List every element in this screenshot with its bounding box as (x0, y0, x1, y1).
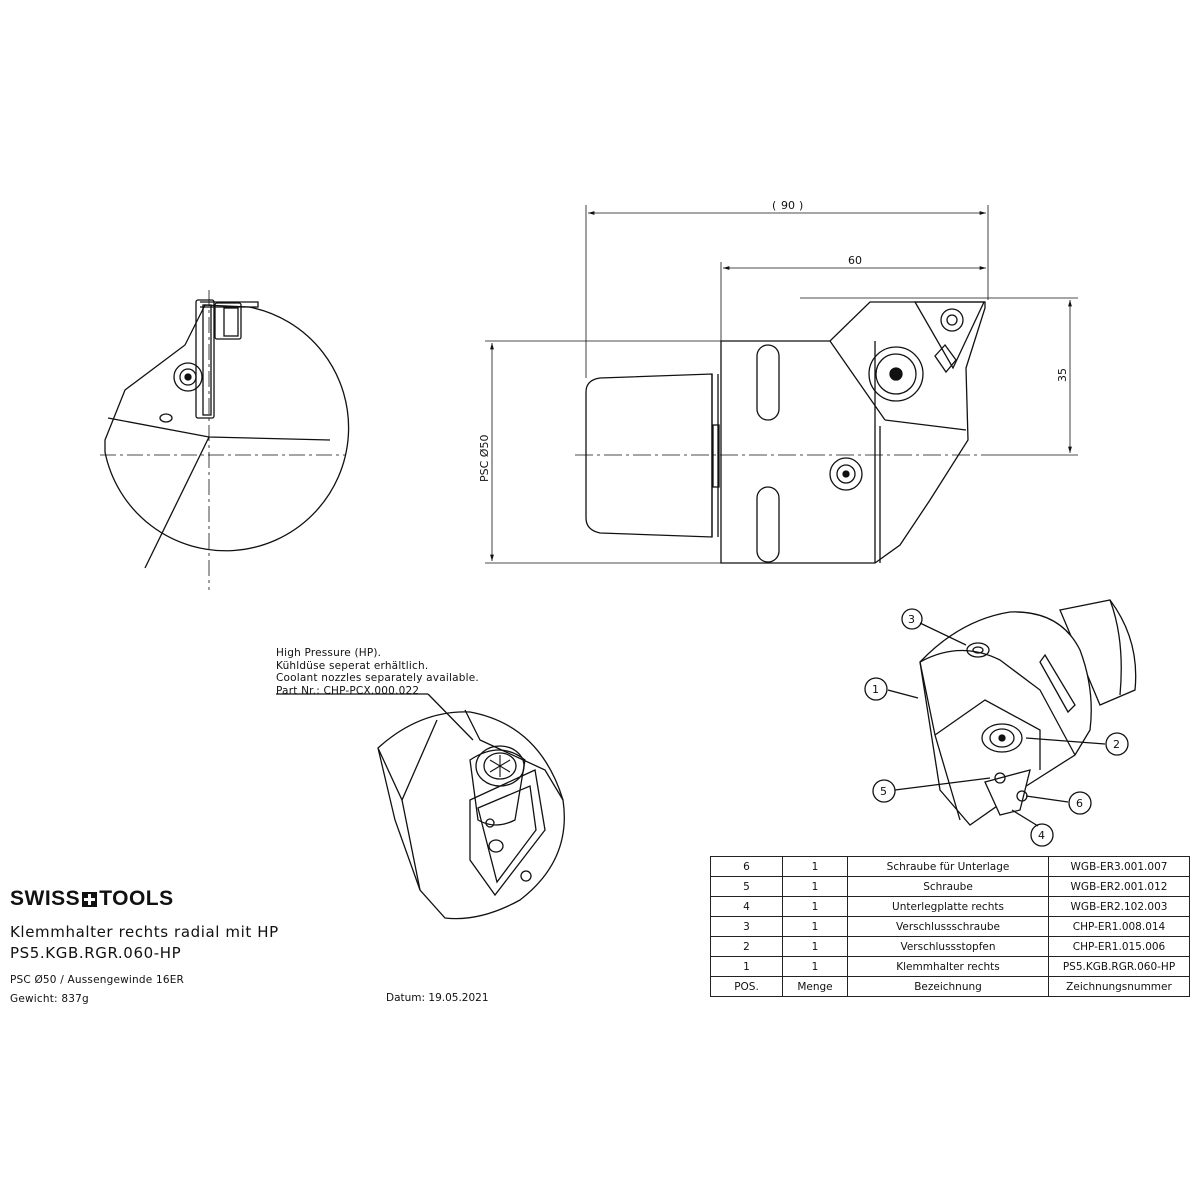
side-view (575, 301, 986, 564)
header-qty: Menge (782, 976, 848, 997)
cell-pos: 1 (710, 956, 783, 977)
end-view (100, 290, 350, 590)
hp-note: High Pressure (HP). Kühldüse seperat erh… (276, 647, 479, 697)
dim-head-length: 60 (848, 254, 862, 267)
callout-5: 5 (880, 785, 887, 798)
cell-pos: 2 (710, 936, 783, 957)
cell-description: Schraube (847, 876, 1049, 897)
cell-qty: 1 (782, 856, 848, 877)
cell-drawing-number: CHP-ER1.015.006 (1048, 936, 1190, 957)
callout-6: 6 (1076, 797, 1083, 810)
callout-1: 1 (872, 683, 879, 696)
table-row: 6 1 Schraube für Unterlage WGB-ER3.001.0… (710, 856, 1190, 877)
table-row: 2 1 Verschlussstopfen CHP-ER1.015.006 (710, 936, 1190, 957)
callout-2: 2 (1113, 738, 1120, 751)
dimension-lines (485, 205, 1078, 564)
header-pos: POS. (710, 976, 783, 997)
part-number: PS5.KGB.RGR.060-HP (10, 944, 182, 962)
parts-list-table: 6 1 Schraube für Unterlage WGB-ER3.001.0… (710, 856, 1190, 997)
cell-description: Unterlegplatte rechts (847, 896, 1049, 917)
dim-psc-diameter: PSC Ø50 (478, 435, 491, 482)
cell-description: Schraube für Unterlage (847, 856, 1049, 877)
table-header-row: POS. Menge Bezeichnung Zeichnungsnummer (710, 976, 1190, 997)
hp-note-line: Coolant nozzles separately available. (276, 672, 479, 684)
header-description: Bezeichnung (847, 976, 1049, 997)
callout-labels: 3 1 2 5 6 4 (872, 613, 1120, 842)
detail-view (276, 693, 565, 920)
cell-qty: 1 (782, 876, 848, 897)
cell-description: Klemmhalter rechts (847, 956, 1049, 977)
cell-qty: 1 (782, 916, 848, 937)
cell-pos: 6 (710, 856, 783, 877)
drawing-title: Klemmhalter rechts radial mit HP (10, 923, 279, 941)
cell-drawing-number: CHP-ER1.008.014 (1048, 916, 1190, 937)
cell-drawing-number: PS5.KGB.RGR.060-HP (1048, 956, 1190, 977)
brand-right: TOOLS (99, 887, 174, 910)
weight-line: Gewicht: 837g (10, 993, 89, 1005)
cell-pos: 4 (710, 896, 783, 917)
cell-qty: 1 (782, 936, 848, 957)
hp-note-line: Kühldüse seperat erhältlich. (276, 659, 429, 672)
callout-4: 4 (1038, 829, 1045, 842)
brand-logo: SWISS TOOLS (10, 887, 174, 911)
header-drawing-number: Zeichnungsnummer (1048, 976, 1190, 997)
swiss-cross-icon (82, 891, 98, 907)
cell-description: Verschlussstopfen (847, 936, 1049, 957)
cell-pos: 5 (710, 876, 783, 897)
table-row: 3 1 Verschlussschraube CHP-ER1.008.014 (710, 916, 1190, 937)
hp-note-line: High Pressure (HP). (276, 647, 382, 659)
cell-description: Verschlussschraube (847, 916, 1049, 937)
dim-total-paren-right: ) (799, 199, 803, 212)
callout-3: 3 (908, 613, 915, 626)
hp-note-line: Part Nr.: CHP-PCX.000.022 (276, 684, 420, 697)
date-line: Datum: 19.05.2021 (386, 992, 489, 1004)
dim-total-length: 90 (781, 199, 795, 212)
table-row: 5 1 Schraube WGB-ER2.001.012 (710, 876, 1190, 897)
isometric-view (864, 599, 1137, 847)
cell-drawing-number: WGB-ER2.102.003 (1048, 896, 1190, 917)
brand-left: SWISS (10, 887, 81, 910)
cell-drawing-number: WGB-ER2.001.012 (1048, 876, 1190, 897)
dim-total-paren-left: ( (772, 199, 776, 212)
cell-qty: 1 (782, 896, 848, 917)
cell-pos: 3 (710, 916, 783, 937)
table-row: 1 1 Klemmhalter rechts PS5.KGB.RGR.060-H… (710, 956, 1190, 977)
dim-offset: 35 (1056, 368, 1069, 382)
cell-drawing-number: WGB-ER3.001.007 (1048, 856, 1190, 877)
cell-qty: 1 (782, 956, 848, 977)
table-row: 4 1 Unterlegplatte rechts WGB-ER2.102.00… (710, 896, 1190, 917)
spec-line: PSC Ø50 / Aussengewinde 16ER (10, 974, 185, 986)
